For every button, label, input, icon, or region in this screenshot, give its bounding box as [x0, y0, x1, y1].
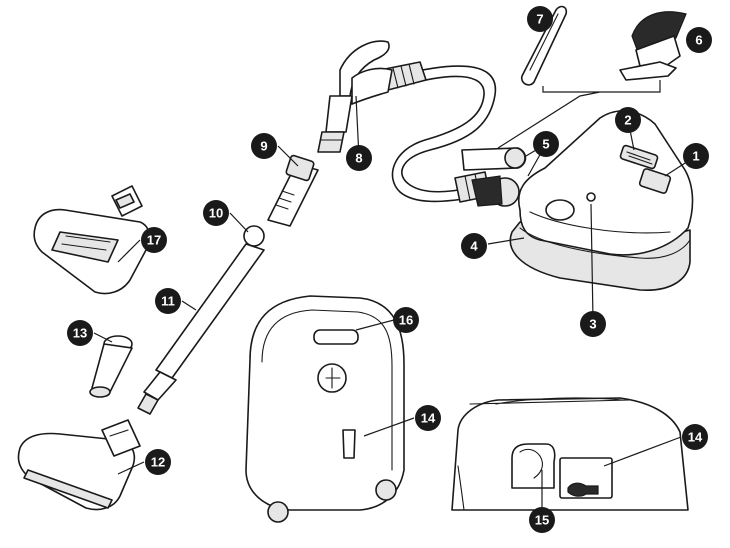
svg-text:10: 10 — [209, 206, 223, 221]
svg-text:4: 4 — [470, 239, 478, 254]
callout-3: 3 — [580, 311, 606, 337]
svg-text:9: 9 — [260, 139, 267, 154]
vacuum-body — [509, 110, 694, 291]
svg-text:2: 2 — [624, 113, 631, 128]
callout-2: 2 — [615, 107, 641, 133]
callout-12: 12 — [145, 449, 171, 475]
callout-17: 17 — [141, 227, 167, 253]
svg-text:15: 15 — [535, 513, 549, 528]
tools-bracket — [497, 80, 661, 149]
telescopic-tube — [137, 154, 319, 415]
svg-text:3: 3 — [589, 317, 596, 332]
callout-16: 16 — [393, 307, 419, 333]
svg-text:1: 1 — [692, 149, 699, 164]
callout-7: 7 — [527, 6, 553, 32]
adapter-piece — [89, 335, 133, 398]
svg-text:7: 7 — [536, 12, 543, 27]
callout-13: 13 — [67, 320, 93, 346]
accessory-holder — [461, 147, 527, 207]
svg-text:5: 5 — [542, 137, 549, 152]
callout-1: 1 — [683, 143, 709, 169]
callout-15: 15 — [529, 507, 555, 533]
callout-4: 4 — [461, 233, 487, 259]
vacuum-back-view — [245, 295, 405, 523]
svg-text:14: 14 — [421, 411, 436, 426]
callout-14-back: 14 — [415, 405, 441, 431]
floor-nozzle — [17, 419, 141, 511]
svg-text:8: 8 — [355, 151, 362, 166]
crevice-tool — [520, 5, 568, 86]
callout-8: 8 — [346, 145, 372, 171]
callout-10: 10 — [203, 200, 229, 226]
hose-handle — [317, 40, 393, 153]
turbo-brush — [33, 185, 151, 295]
svg-text:13: 13 — [73, 326, 87, 341]
svg-text:6: 6 — [695, 33, 702, 48]
svg-text:16: 16 — [399, 313, 413, 328]
callout-6: 6 — [686, 27, 712, 53]
brush-tool — [619, 11, 687, 81]
svg-text:11: 11 — [161, 294, 175, 309]
svg-text:14: 14 — [688, 430, 703, 445]
leader-lines — [93, 95, 697, 518]
cord-detail-view — [451, 397, 689, 511]
callout-5: 5 — [533, 131, 559, 157]
svg-text:17: 17 — [147, 233, 161, 248]
callout-14-detail: 14 — [682, 424, 708, 450]
callout-9: 9 — [251, 133, 277, 159]
svg-text:12: 12 — [151, 455, 165, 470]
callout-11: 11 — [155, 288, 181, 314]
